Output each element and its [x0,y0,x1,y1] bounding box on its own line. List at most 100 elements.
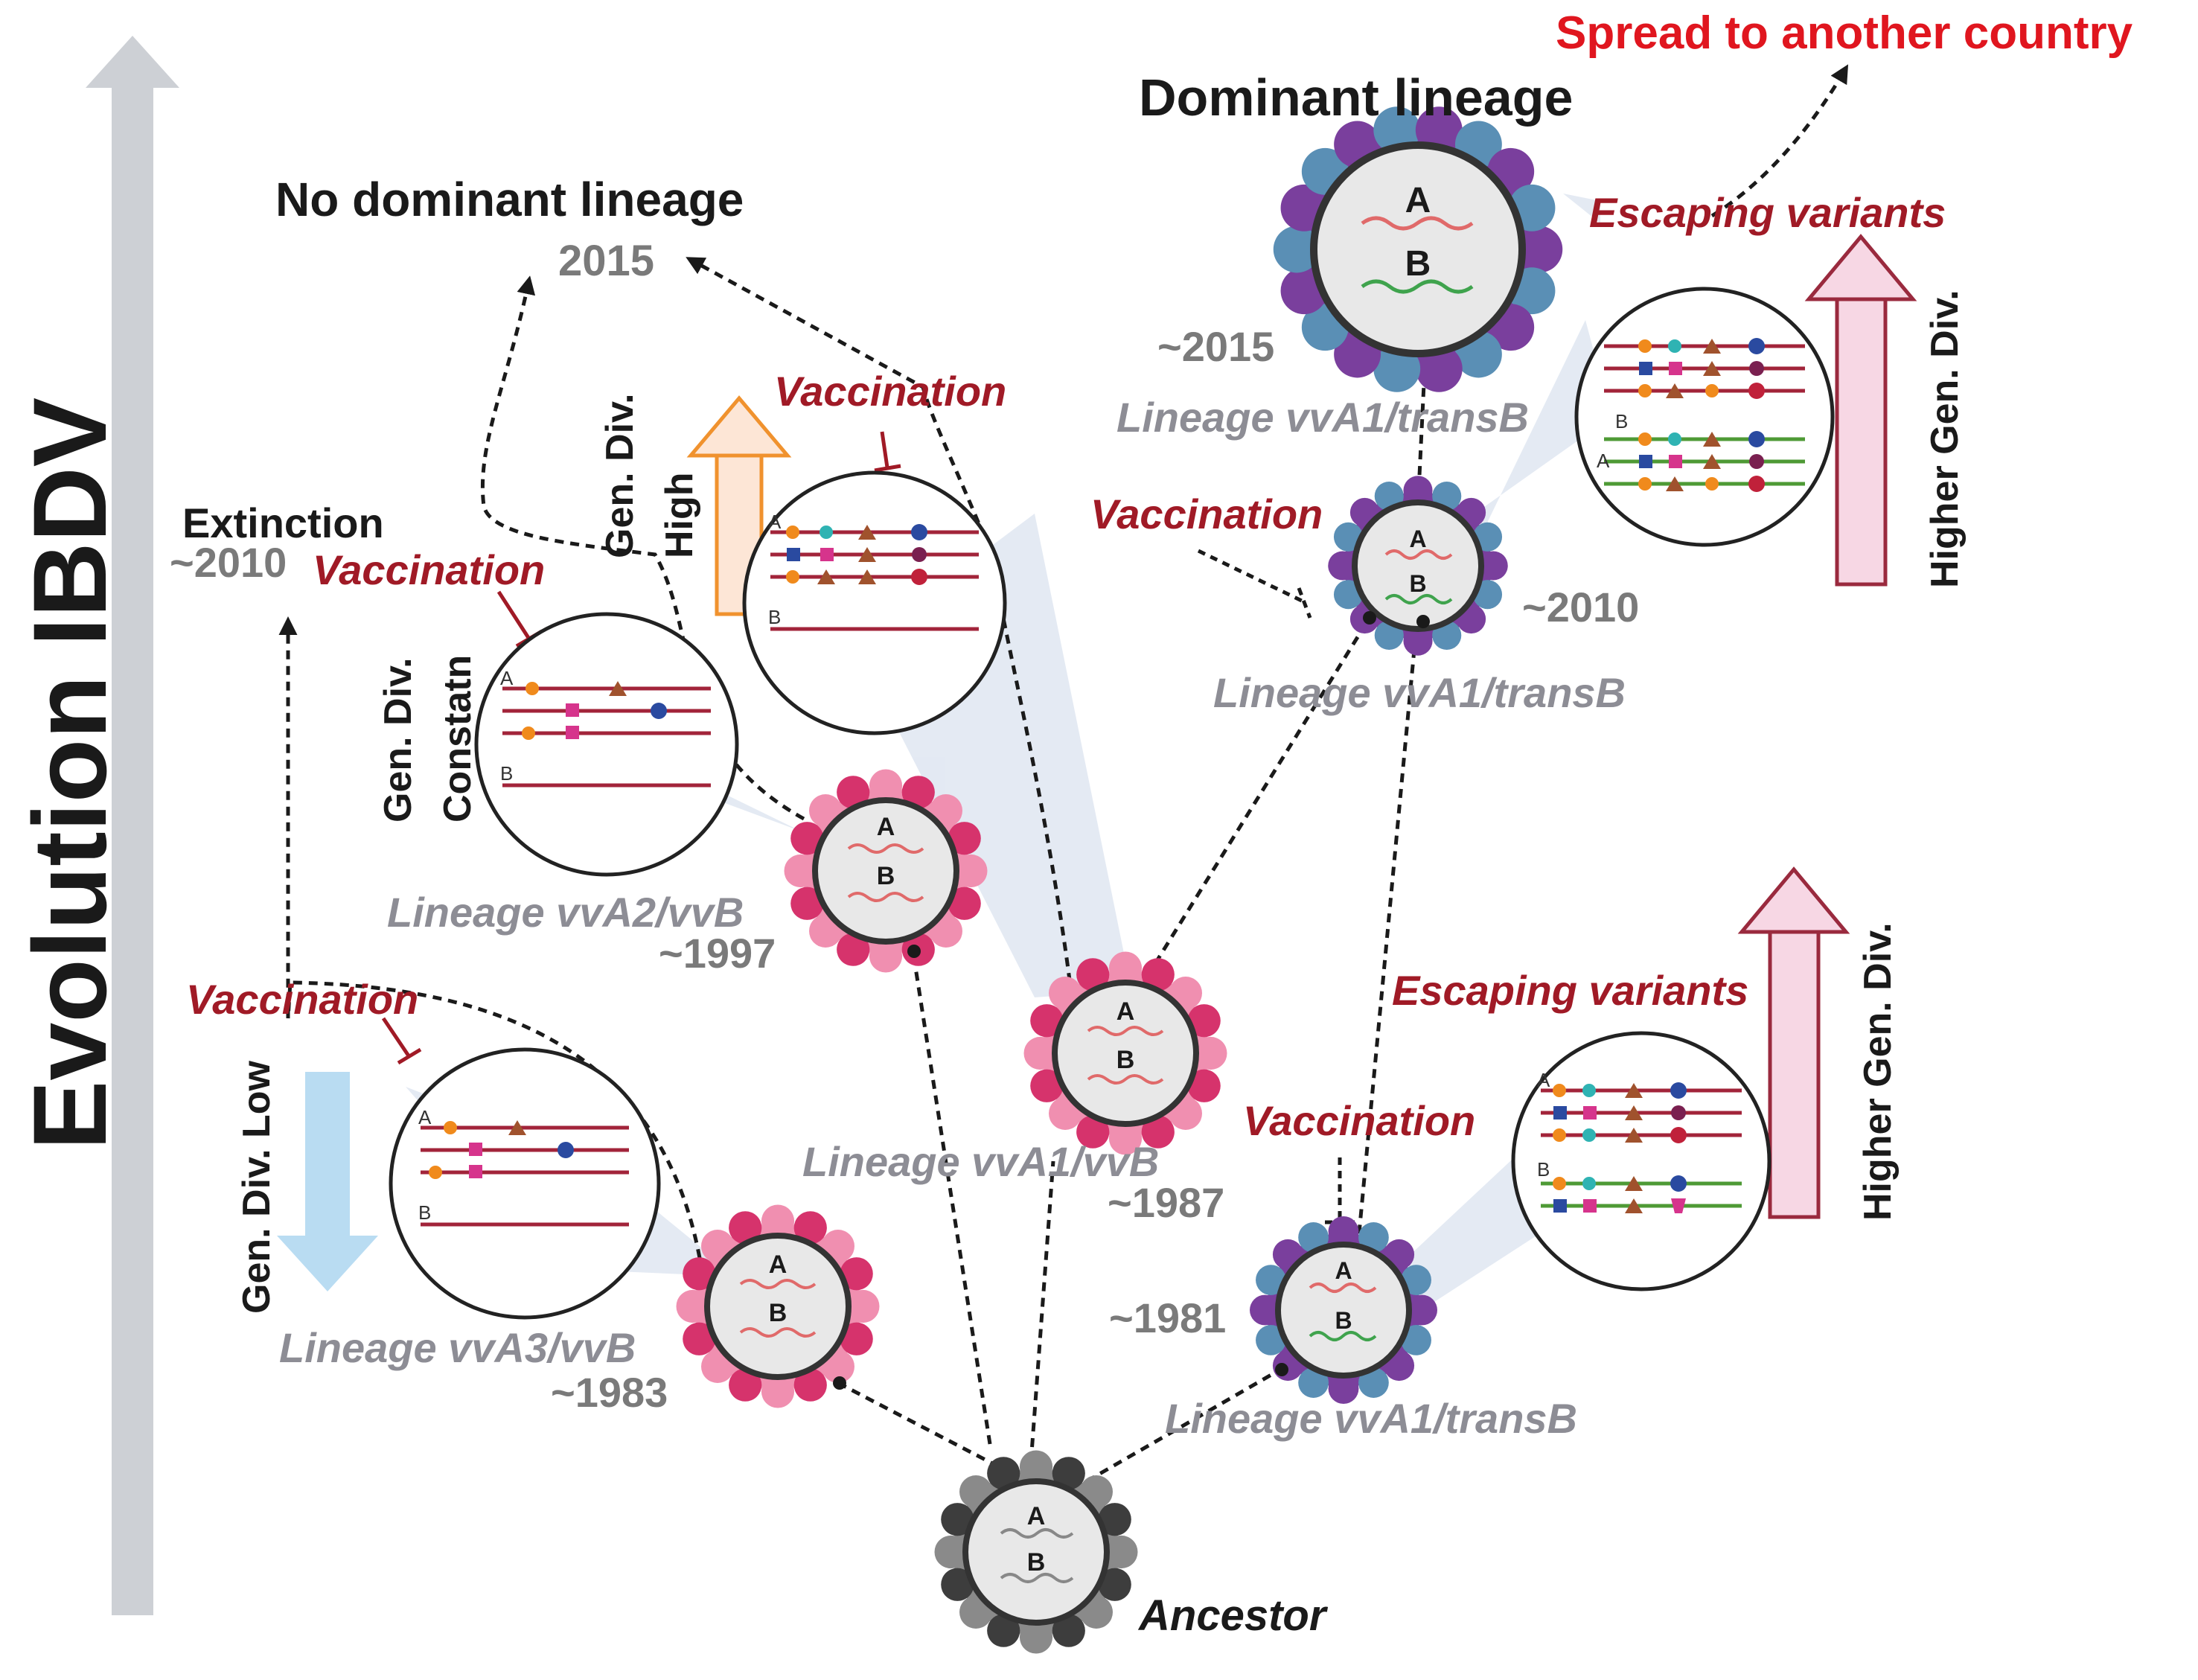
capsid-spike [1373,106,1421,154]
capsid-spike [1098,1568,1131,1601]
extinction-year: ~2010 [170,539,287,586]
capsid-spike [987,1614,1020,1647]
higher-gen-div-label-top: Higher Gen. Div. [1923,290,1967,588]
vaccination-label-middle-left: Vaccination [313,546,545,593]
capsid-spike [790,822,824,855]
virus-trans-1981: A B [1250,1216,1437,1404]
lineage-vva2-label: Lineage vvA2/vvB [387,889,744,936]
year-2010-right: ~2010 [1522,584,1639,630]
insert-segment-a: A [768,511,782,533]
lineage-trans-1981-label: Lineage vvA1/transB [1165,1395,1577,1442]
capsid-spike [869,939,903,973]
capsid-spike [1328,1216,1359,1247]
capsid-spike [1076,1115,1110,1149]
capsid-spike [1401,1265,1431,1295]
capsid-spike [1415,345,1463,392]
escaping-variants-top: Escaping variants [1589,189,1946,236]
capsid-spike [1052,1614,1085,1647]
capsid-spike [954,854,988,888]
capsid-spike [987,1457,1020,1490]
virus-trans-2015: A B [1273,106,1563,392]
insert-vva1-vvb: A B [742,470,1007,735]
vaccination-label-bottom-right: Vaccination [1243,1097,1475,1144]
evolution-axis-arrow [86,36,179,1615]
virus-segment-b: B [1405,244,1431,284]
capsid-spike [837,933,870,966]
virus-segment-b: B [1335,1307,1352,1334]
capsid-spike [1141,958,1175,991]
evolution-axis-label: Evolution IBDV [11,397,128,1150]
insert-trans-1981: A B [1511,1031,1772,1291]
insert-segment-b: B [768,606,781,628]
no-dominant-heading: No dominant lineage [275,173,744,226]
capsid-spike [869,769,903,802]
capsid-spike [790,887,824,920]
insert-vva3: A B [389,1047,661,1320]
capsid-spike [1358,1367,1389,1398]
capsid-spike [840,1257,873,1291]
vaccination-label-top-right: Vaccination [1090,491,1323,537]
capsid-spike [1401,1325,1431,1355]
vaccination-label-bottom-left: Vaccination [186,976,418,1023]
capsid-spike [837,776,870,809]
capsid-spike [784,854,817,888]
insert-segment-a: A [500,667,514,689]
gen-div-constant-label-2: Constatn [436,655,479,823]
lineage-trans-2015-label: Lineage vvA1/transB [1116,394,1529,441]
virus-segment-a: A [1027,1502,1046,1530]
capsid-spike [840,1322,873,1355]
capsid-spike [1023,1036,1057,1070]
junction-dots [833,611,1430,1390]
capsid-spike [1250,1294,1280,1326]
virus-segment-a: A [1405,181,1431,220]
capsid-spike [1108,1122,1143,1155]
lineage-connections [278,64,1849,1483]
ancestor-label: Ancestor [1137,1591,1329,1640]
vaccination-inhibitors [381,431,1355,1224]
year-2015-right: ~2015 [1157,323,1274,370]
insert-trans-2010: B A [1574,287,1835,547]
capsid-spike [761,1375,795,1408]
capsid-spike [1141,1115,1175,1149]
capsid-spike [1256,1325,1286,1355]
capsid-spike [1187,1069,1221,1102]
virus-segment-a: A [1335,1257,1352,1284]
virus-segment-b: B [1116,1046,1135,1074]
virus-vva1-vvb: A B [1023,951,1227,1155]
capsid-spike [1407,1294,1437,1326]
capsid-spike [1328,551,1358,581]
capsid-spike [1273,226,1320,273]
capsid-spike [1373,345,1421,392]
vaccination-label-top-center: Vaccination [774,368,1006,415]
capsid-spike [761,1204,795,1238]
year-1997: ~1997 [659,930,776,977]
gen-div-low-label: Gen. Div. Low [235,1060,278,1314]
virus-trans-2010: A B [1328,476,1508,656]
capsid-spike [793,1211,827,1245]
capsid-spike [1098,1503,1131,1536]
capsid-spike [941,1503,974,1536]
capsid-spike [1076,958,1110,991]
lineage-vva1-vvb-label: Lineage vvA1/vvB [802,1138,1159,1185]
virus-segment-b: B [1027,1548,1046,1577]
virus-segment-b: B [769,1299,787,1327]
capsid-spike [683,1322,716,1355]
capsid-spike [729,1211,762,1245]
virus-segment-a: A [877,813,895,841]
capsid-spike [1105,1535,1138,1569]
virus-segment-a: A [1409,526,1426,552]
virus-vva3: A B [676,1204,880,1408]
spread-heading: Spread to another country [1556,7,2133,59]
gen-div-high-label-1: Gen. Div. [598,393,642,558]
year-1987: ~1987 [1108,1179,1224,1226]
year-2015-left: 2015 [558,237,654,285]
virus-ancestor: A B [934,1450,1138,1654]
insert-segment-b: B [1615,410,1628,432]
capsid-spike [901,776,935,809]
capsid-spike [683,1257,716,1291]
gen-div-constant-label-1: Gen. Div. [377,657,420,823]
capsid-spike [1052,1457,1085,1490]
capsid-spike [1030,1004,1064,1038]
insert-segment-a: A [1597,450,1610,472]
